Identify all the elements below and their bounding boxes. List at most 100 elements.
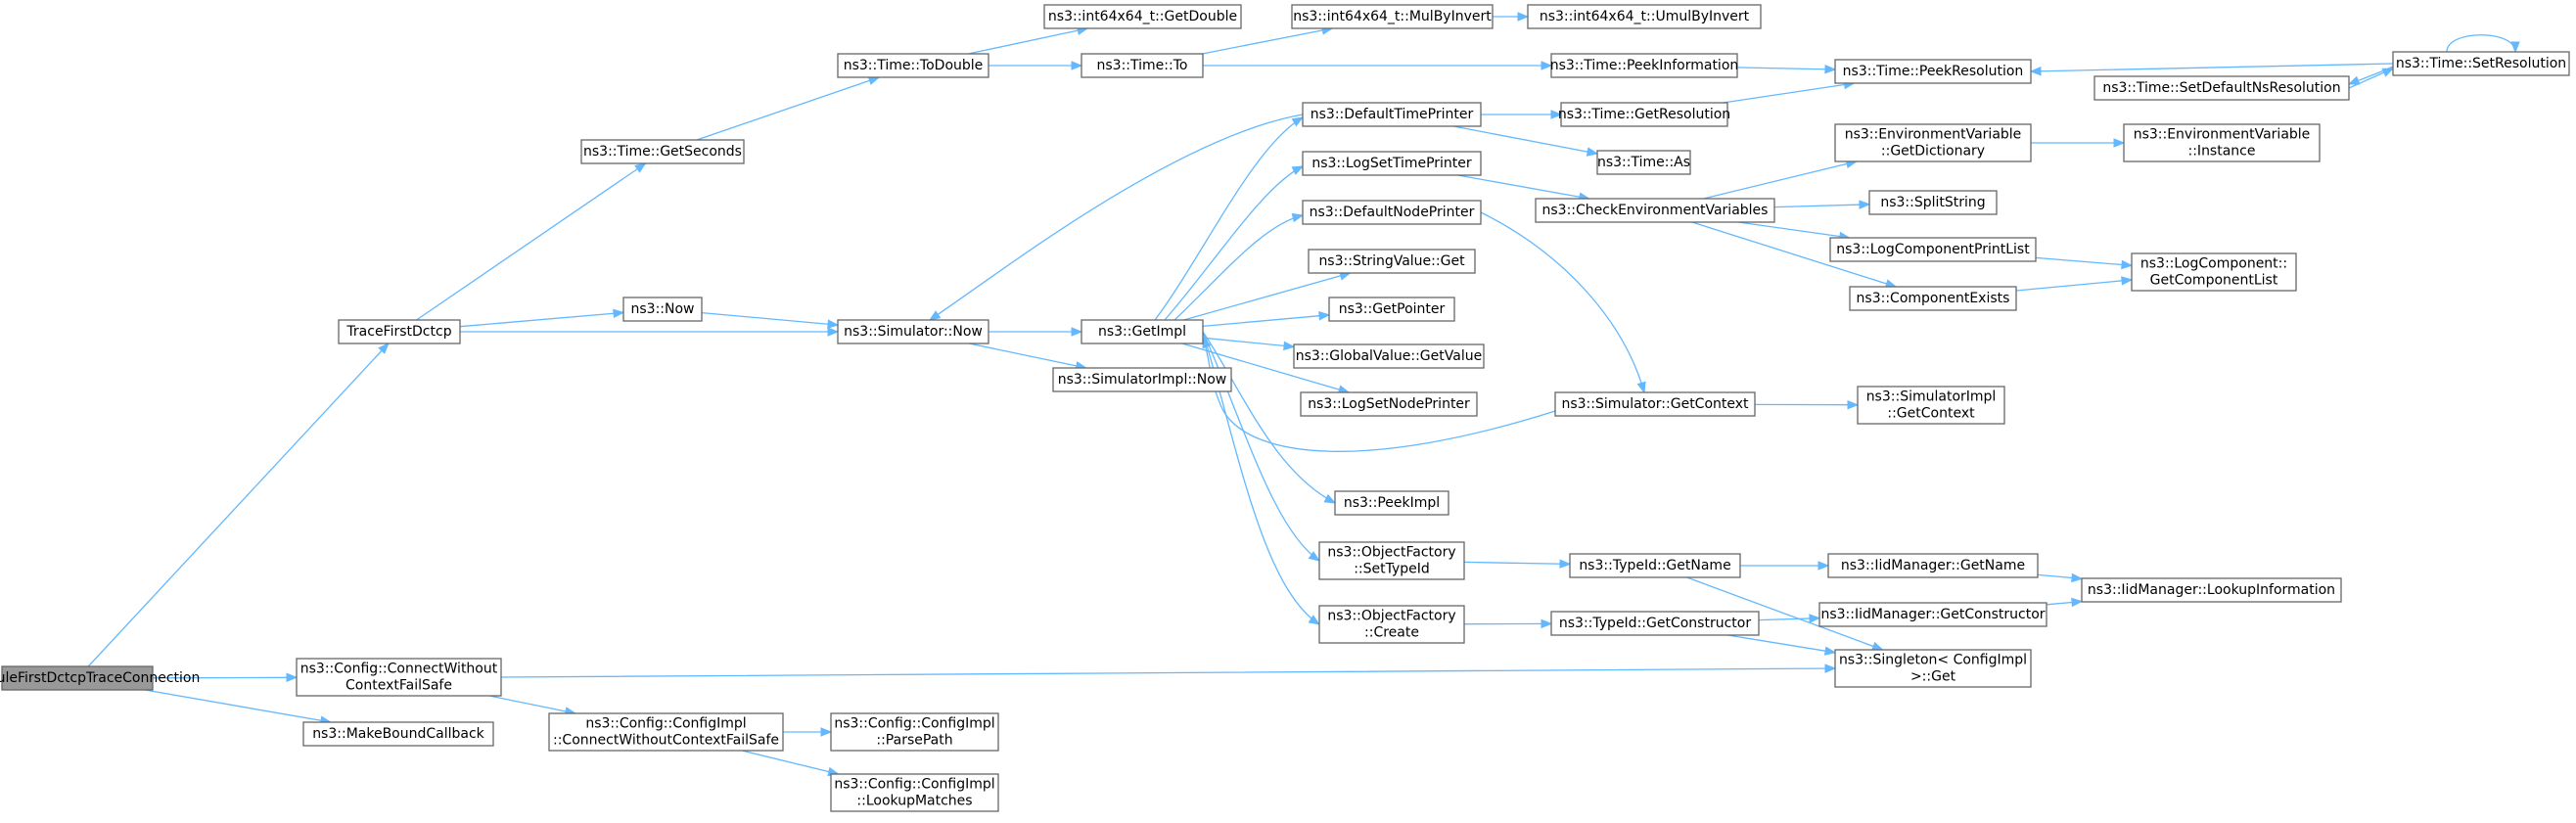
node-iidlookup[interactable]: ns3::IidManager::LookupInformation	[2081, 577, 2342, 603]
node-box[interactable]	[1829, 237, 2037, 262]
node-tidname[interactable]: ns3::TypeId::GetName	[1569, 553, 1741, 578]
node-box[interactable]	[2093, 75, 2350, 101]
node-peekinfo[interactable]: ns3::Time::PeekInformation	[1550, 53, 1739, 78]
node-defnp[interactable]: ns3::DefaultNodePrinter	[1302, 200, 1482, 225]
node-box[interactable]	[302, 721, 494, 747]
node-box[interactable]	[622, 297, 703, 322]
node-todouble[interactable]: ns3::Time::ToDouble	[837, 53, 989, 78]
node-box[interactable]	[1550, 611, 1760, 636]
node-box[interactable]	[1550, 53, 1738, 78]
node-box[interactable]	[1308, 249, 1476, 274]
node-compex[interactable]: ns3::ComponentExists	[1849, 286, 2017, 311]
node-tfd[interactable]: TraceFirstDctcp	[338, 319, 461, 344]
node-box[interactable]	[1081, 319, 1204, 344]
node-box[interactable]	[1302, 200, 1482, 225]
edge-line	[1202, 331, 1336, 504]
node-box[interactable]	[1291, 4, 1494, 29]
node-box[interactable]	[1834, 649, 2032, 688]
node-deftp[interactable]: ns3::DefaultTimePrinter	[1302, 102, 1482, 127]
node-box[interactable]	[837, 319, 989, 344]
node-box[interactable]	[1302, 151, 1482, 176]
node-box[interactable]	[1334, 490, 1449, 516]
node-box[interactable]	[1318, 605, 1465, 644]
node-box[interactable]	[2123, 123, 2321, 162]
node-simnow[interactable]: ns3::Simulator::Now	[837, 319, 989, 344]
node-box[interactable]	[548, 712, 784, 752]
node-box[interactable]	[338, 319, 461, 344]
node-getsec[interactable]: ns3::Time::GetSeconds	[580, 139, 745, 164]
node-box[interactable]	[1052, 367, 1232, 392]
node-mulinv[interactable]: ns3::int64x64_t::MulByInvert	[1291, 4, 1494, 29]
node-box[interactable]	[830, 773, 999, 812]
node-box[interactable]	[1527, 4, 1762, 29]
node-lookupm[interactable]: ns3::Config::ConfigImpl::LookupMatches	[830, 773, 999, 812]
node-to[interactable]: ns3::Time::To	[1081, 53, 1204, 78]
node-singleton[interactable]: ns3::Singleton< ConfigImpl>::Get	[1834, 649, 2032, 688]
node-peekres[interactable]: ns3::Time::PeekResolution	[1834, 59, 2032, 84]
node-tidctor[interactable]: ns3::TypeId::GetConstructor	[1550, 611, 1760, 636]
node-box[interactable]	[2392, 51, 2570, 76]
node-box[interactable]	[1535, 198, 1775, 223]
node-cicwcfs[interactable]: ns3::Config::ConfigImpl::ConnectWithoutC…	[548, 712, 784, 752]
node-box[interactable]	[1081, 53, 1204, 78]
node-timeas[interactable]: ns3::Time::As	[1596, 150, 1691, 175]
node-setdefns[interactable]: ns3::Time::SetDefaultNsResolution	[2093, 75, 2350, 101]
node-box[interactable]	[1569, 553, 1741, 578]
node-gvget[interactable]: ns3::GlobalValue::GetValue	[1293, 343, 1485, 369]
node-box[interactable]	[837, 53, 989, 78]
node-box[interactable]	[2131, 252, 2297, 292]
node-peekimpl[interactable]: ns3::PeekImpl	[1334, 490, 1449, 516]
node-box[interactable]	[1, 665, 154, 691]
node-box[interactable]	[1827, 553, 2039, 578]
node-label: ns3::DefaultTimePrinter	[1311, 107, 1474, 122]
node-umulinv[interactable]: ns3::int64x64_t::UmulByInvert	[1527, 4, 1762, 29]
node-box[interactable]	[1302, 102, 1482, 127]
node-box[interactable]	[1318, 541, 1465, 580]
node-ofsettid[interactable]: ns3::ObjectFactory::SetTypeId	[1318, 541, 1465, 580]
node-getres[interactable]: ns3::Time::GetResolution	[1558, 102, 1730, 127]
node-checkenv[interactable]: ns3::CheckEnvironmentVariables	[1535, 198, 1775, 223]
edge-line	[500, 667, 1836, 678]
node-root[interactable]: ScheduleFirstDctcpTraceConnection	[0, 665, 200, 691]
node-box[interactable]	[1043, 4, 1242, 29]
node-box[interactable]	[1560, 102, 1728, 127]
node-envdict[interactable]: ns3::EnvironmentVariable::GetDictionary	[1834, 123, 2032, 162]
node-box[interactable]	[1554, 391, 1756, 417]
node-now[interactable]: ns3::Now	[622, 297, 703, 322]
node-box[interactable]	[1818, 602, 2047, 627]
node-cwcfs[interactable]: ns3::Config::ConnectWithoutContextFailSa…	[296, 658, 502, 697]
node-getdouble[interactable]: ns3::int64x64_t::GetDouble	[1043, 4, 1242, 29]
node-box[interactable]	[1596, 150, 1691, 175]
node-logsnp[interactable]: ns3::LogSetNodePrinter	[1300, 391, 1478, 417]
node-lcgcl[interactable]: ns3::LogComponent::GetComponentList	[2131, 252, 2297, 292]
node-box[interactable]	[1293, 343, 1485, 369]
node-simgetctx[interactable]: ns3::Simulator::GetContext	[1554, 391, 1756, 417]
node-strget[interactable]: ns3::StringValue::Get	[1308, 249, 1476, 274]
node-lcpl[interactable]: ns3::LogComponentPrintList	[1829, 237, 2037, 262]
node-setres[interactable]: ns3::Time::SetResolution	[2392, 51, 2570, 76]
node-box[interactable]	[2081, 577, 2342, 603]
node-mbc[interactable]: ns3::MakeBoundCallback	[302, 721, 494, 747]
node-box[interactable]	[296, 658, 502, 697]
node-simimplnow[interactable]: ns3::SimulatorImpl::Now	[1052, 367, 1232, 392]
node-box[interactable]	[1834, 123, 2032, 162]
node-box[interactable]	[1857, 386, 2005, 425]
node-box[interactable]	[580, 139, 745, 164]
node-box[interactable]	[1849, 286, 2017, 311]
node-parsepath[interactable]: ns3::Config::ConfigImpl::ParsePath	[830, 712, 999, 752]
edge-line	[488, 695, 576, 714]
node-box[interactable]	[1868, 190, 1998, 215]
node-split[interactable]: ns3::SplitString	[1868, 190, 1998, 215]
node-ofcreate[interactable]: ns3::ObjectFactory::Create	[1318, 605, 1465, 644]
node-simimplctx[interactable]: ns3::SimulatorImpl::GetContext	[1857, 386, 2005, 425]
node-getimpl[interactable]: ns3::GetImpl	[1081, 319, 1204, 344]
node-getptr[interactable]: ns3::GetPointer	[1328, 297, 1455, 322]
node-envinst[interactable]: ns3::EnvironmentVariable::Instance	[2123, 123, 2321, 162]
node-box[interactable]	[1300, 391, 1478, 417]
node-box[interactable]	[1834, 59, 2032, 84]
node-logstp[interactable]: ns3::LogSetTimePrinter	[1302, 151, 1482, 176]
node-box[interactable]	[1328, 297, 1455, 322]
node-iidctor[interactable]: ns3::IidManager::GetConstructor	[1818, 602, 2047, 627]
node-iidname[interactable]: ns3::IidManager::GetName	[1827, 553, 2039, 578]
node-box[interactable]	[830, 712, 999, 752]
